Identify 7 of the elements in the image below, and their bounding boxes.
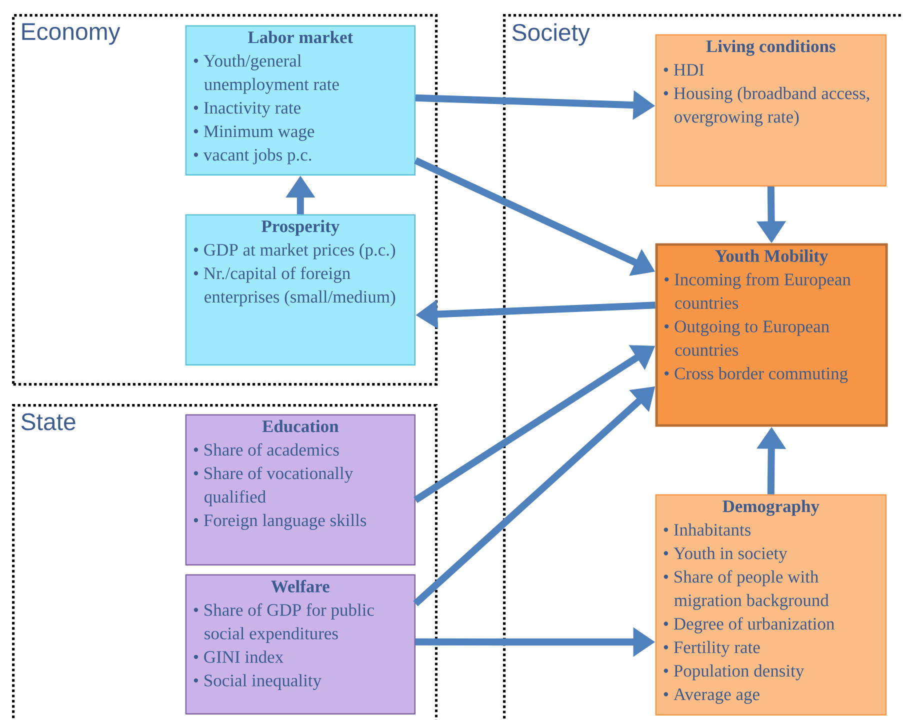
- category-box: Education • Share of academics • Share of vocationally qualified • Foreign language skills: [185, 414, 416, 566]
- category-box: Demography • Inhabitants • Youth in society • Share of people with migration background • Degree of urbanization • Fertility rate • Population density • Average age: [655, 494, 886, 716]
- category-box: Labor market • Youth/general unemployment rate • Inactivity rate • Minimum wage • vacant jobs p.c.: [185, 25, 416, 176]
- focus-box: Youth Mobility • Incoming from European countries • Outgoing to European countries • Cross border commuting: [655, 243, 888, 427]
- category-box: Welfare • Share of GDP for public social expenditures • GINI index • Social inequality: [185, 574, 416, 714]
- category-box: Prosperity • GDP at market prices (p.c.) • Nr./capital of foreign enterprises (small/medium): [185, 214, 416, 366]
- category-box: Living conditions • HDI • Housing (broadband access, overgrowing rate): [655, 34, 886, 186]
